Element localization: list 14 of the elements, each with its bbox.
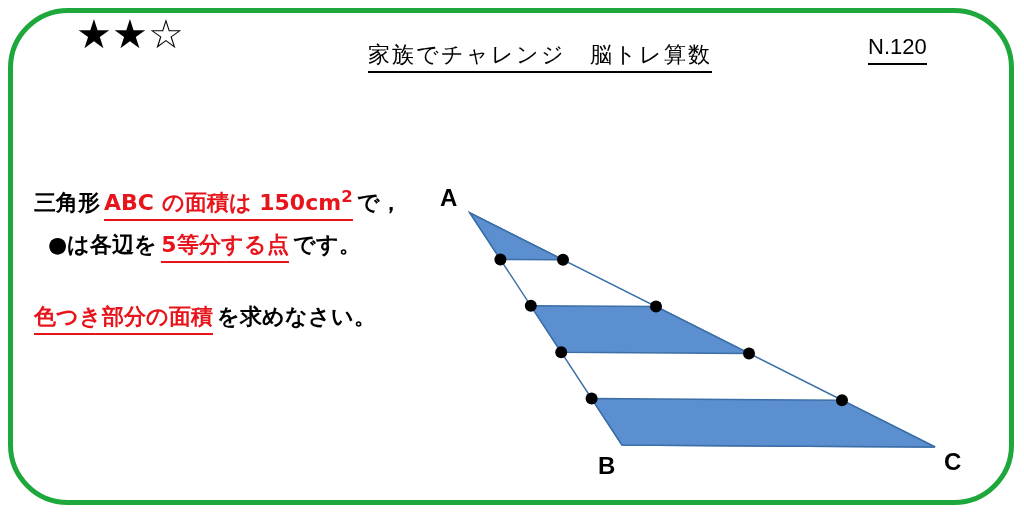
highlighted-text: 5等分する点 (161, 228, 289, 263)
problem-text: を求めなさい。 (217, 303, 376, 331)
highlighted-text: 色つき部分の面積 (34, 300, 213, 335)
vertex-label: A (440, 183, 458, 213)
difficulty-stars: ★★☆ (76, 14, 184, 54)
problem-text: です。 (292, 231, 361, 259)
problem-text: で， (356, 189, 402, 217)
vertex-label: B (598, 451, 616, 481)
vertex-label: C (944, 447, 962, 477)
problem-number: N.120 (868, 30, 927, 65)
problem-text: 三角形 (34, 189, 100, 217)
title: 家族でチャレンジ 脳トレ算数 (368, 38, 712, 73)
problem-text: ●は各辺を (48, 231, 158, 259)
highlighted-text: ABC の面積は 150cm$^{2}$ (104, 186, 353, 221)
